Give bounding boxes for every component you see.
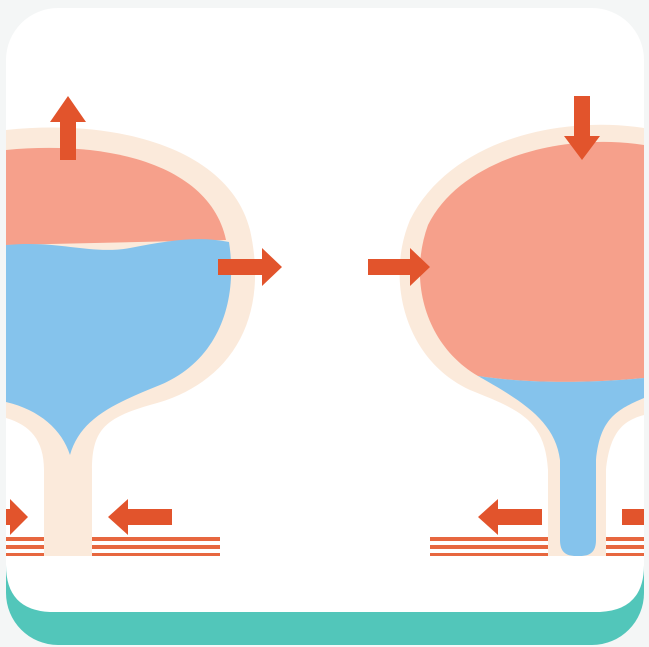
left-urethra [66, 455, 72, 556]
right-floor-stripes [430, 537, 644, 556]
left-floor-stripes [6, 537, 220, 556]
right-floor-arrow-right-icon [622, 509, 644, 525]
bottom-white-curve [6, 555, 644, 612]
